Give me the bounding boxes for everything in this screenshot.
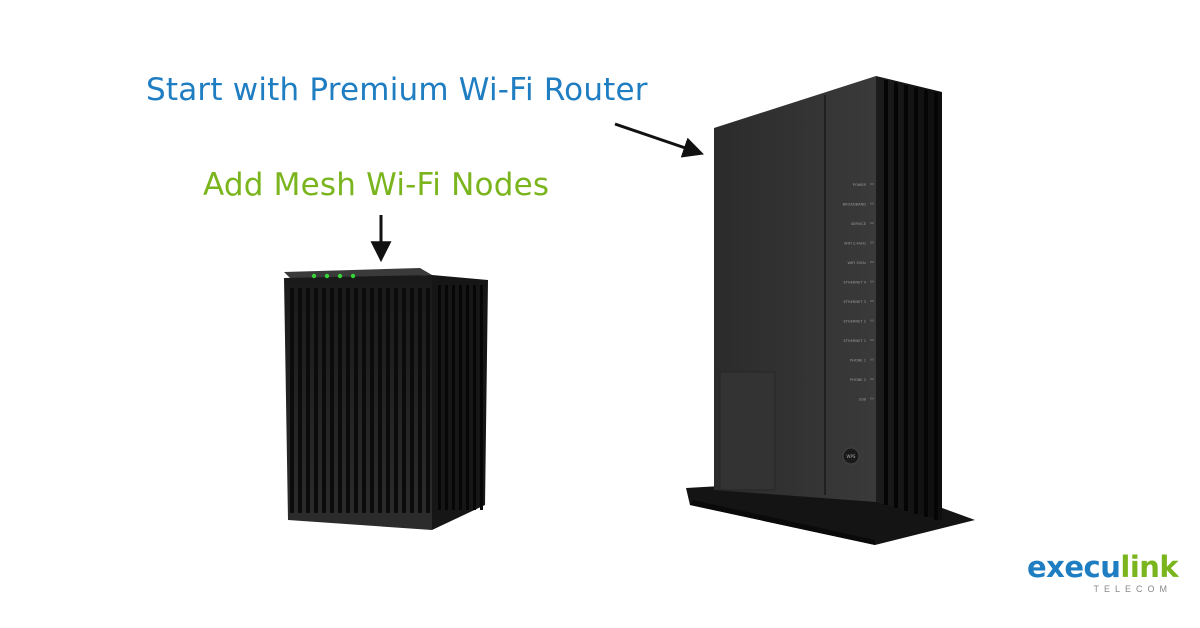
mesh-vent-slat <box>330 288 334 513</box>
wps-button <box>842 447 860 465</box>
mesh-vent-slat <box>394 288 398 513</box>
router-indicator-label: WIFI 5GHz <box>847 261 866 265</box>
mesh-vent-slat <box>306 288 310 513</box>
mesh-vent-slat <box>402 288 406 513</box>
mesh-vent-slat <box>426 288 430 513</box>
router-indicator-label: ETHERNET 1 <box>843 339 866 343</box>
logo-word-part1: execu <box>1027 550 1121 584</box>
mesh-vent-slat <box>314 288 318 513</box>
mesh-side-slat <box>438 285 441 510</box>
mesh-vent-slat <box>346 288 350 513</box>
mesh-side-slat <box>473 285 476 510</box>
logo-tagline: TELECOM <box>1093 584 1172 594</box>
router-indicator-label: PHONE 1 <box>850 359 866 363</box>
mesh-side-slat <box>452 285 455 510</box>
router-indicator-label: ETHERNET 2 <box>843 320 866 324</box>
router-indicator-led <box>870 378 874 380</box>
router-indicator-led <box>870 339 874 341</box>
mesh-status-led <box>350 273 356 279</box>
router-indicator-label: BROADBAND <box>843 203 867 207</box>
router-indicator-label: POWER <box>853 183 867 187</box>
logo-word-part2: link <box>1120 550 1179 584</box>
mesh-vent-slat <box>378 288 382 513</box>
router-indicator-led <box>870 183 874 185</box>
mesh-vent-slat <box>362 288 366 513</box>
mesh-side-slat <box>480 285 483 510</box>
router-arrow <box>614 122 704 158</box>
router-indicator-led <box>870 358 874 361</box>
router-headline: Start with Premium Wi-Fi Router <box>146 72 648 108</box>
mesh-vent-slat <box>298 288 302 513</box>
router-indicator-label: USB <box>859 398 867 402</box>
mesh-vent-slat <box>338 288 342 513</box>
router-indicator-led <box>870 261 874 263</box>
mesh-vent-slat <box>290 288 294 513</box>
mesh-side-slat <box>445 285 448 510</box>
mesh-status-led <box>324 273 330 279</box>
mesh-node-device <box>284 268 488 530</box>
mesh-vent-slat <box>386 288 390 513</box>
router-indicator-label: PHONE 2 <box>850 378 866 382</box>
router-indicator-label: ETHERNET 3 <box>843 300 866 304</box>
router-indicator-label: WIFI 2.4GHz <box>844 242 866 246</box>
router-indicator-led <box>870 397 874 400</box>
mesh-vent-slat <box>370 288 374 513</box>
router-indicator-led <box>870 300 874 302</box>
router-indicator-led <box>870 241 874 244</box>
router-indicator-led <box>870 319 874 322</box>
wps-label: WPS <box>847 454 856 459</box>
mesh-side-slat <box>466 285 469 510</box>
router-indicator-led <box>870 280 874 283</box>
mesh-vent-slat <box>322 288 326 513</box>
mesh-vent-slat <box>418 288 422 513</box>
mesh-status-led <box>311 273 317 279</box>
router-indicator-led <box>870 222 874 224</box>
mesh-headline: Add Mesh Wi-Fi Nodes <box>203 167 550 203</box>
execulink-logo: execulink TELECOM <box>1027 550 1179 595</box>
mesh-vent-slat <box>410 288 414 513</box>
mesh-vent-slat <box>354 288 358 513</box>
mesh-side-slat <box>459 285 462 510</box>
router-indicator-label: ETHERNET 4 <box>843 281 866 285</box>
router-indicator-led <box>870 202 874 205</box>
router-indicator-label: SERVICE <box>851 222 867 226</box>
mesh-status-led <box>337 273 343 279</box>
